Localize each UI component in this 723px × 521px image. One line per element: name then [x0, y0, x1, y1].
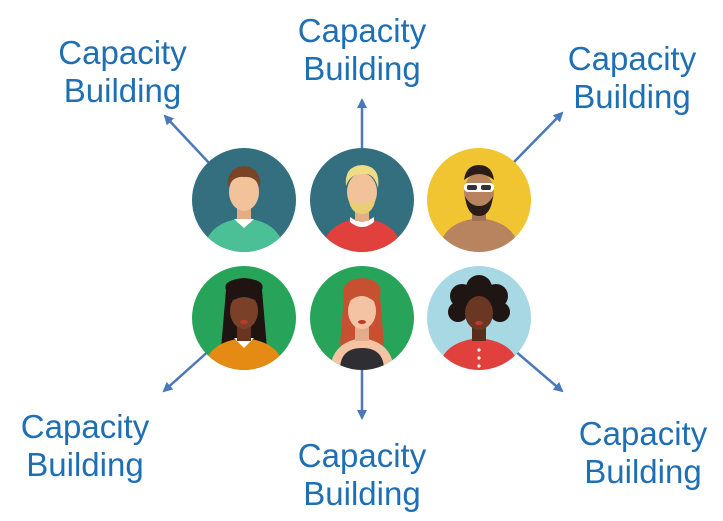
person-4-avatar	[192, 266, 296, 370]
person-1-avatar	[192, 148, 296, 252]
label-line-1: Capacity	[297, 12, 427, 49]
capacity-building-label-bottom-right: Capacity Building	[568, 415, 718, 491]
label-line-2: Building	[573, 78, 691, 115]
person-6-avatar	[427, 266, 531, 370]
label-line-2: Building	[303, 50, 421, 87]
label-line-2: Building	[63, 72, 182, 109]
capacity-building-label-top-center: Capacity Building	[287, 12, 437, 88]
arrow-bottom-right	[513, 349, 564, 393]
label-line-1: Capacity	[567, 40, 697, 77]
label-line-2: Building	[303, 475, 421, 512]
arrow-top-left	[163, 114, 211, 165]
label-line-2: Building	[26, 446, 144, 483]
arrow-bottom-left	[162, 347, 213, 393]
person-2-avatar	[310, 148, 414, 252]
label-line-1: Capacity	[578, 415, 708, 452]
label-line-1: Capacity	[58, 34, 187, 71]
person-3-avatar	[427, 148, 531, 252]
label-line-1: Capacity	[297, 437, 427, 474]
arrow-top-right	[513, 111, 564, 163]
capacity-building-label-bottom-left: Capacity Building	[10, 408, 160, 484]
capacity-building-label-top-right: Capacity Building	[557, 40, 707, 116]
capacity-building-label-top-left: Capacity Building	[50, 34, 195, 110]
label-line-1: Capacity	[20, 408, 150, 445]
person-5-avatar	[310, 266, 414, 370]
capacity-building-label-bottom-center: Capacity Building	[287, 437, 437, 513]
label-line-2: Building	[584, 453, 702, 490]
